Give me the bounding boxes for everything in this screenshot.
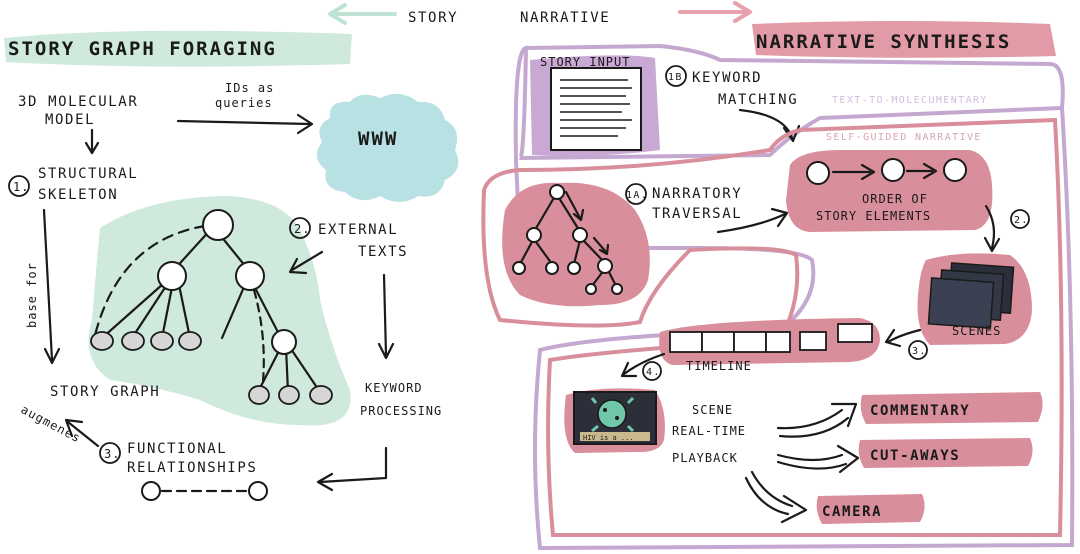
screen-caption: HIV is a ... <box>583 434 634 442</box>
playback-to-cutaways-arrow <box>776 444 860 474</box>
structural-line1: STRUCTURAL <box>38 166 138 182</box>
story-input-lines <box>560 79 632 137</box>
structure-tree <box>90 209 333 405</box>
ids-line2: queries <box>215 96 273 110</box>
narratory-arrow <box>716 207 789 234</box>
self-guided-container <box>481 117 1064 537</box>
self-guided-label: SELF-GUIDED NARRATIVE <box>826 132 982 143</box>
keyword-matching-line2: MATCHING <box>718 92 798 108</box>
step3-circle <box>99 442 121 464</box>
model-down-arrow <box>84 128 100 155</box>
camera-highlight <box>816 494 925 524</box>
commentary-highlight <box>860 392 1043 424</box>
narratory-line2: TRAVERSAL <box>652 206 742 222</box>
functional-line1: FUNCTIONAL <box>127 441 227 457</box>
scenes-to-timeline-arrow <box>884 328 922 348</box>
left-title: STORY GRAPH FORAGING <box>8 38 277 60</box>
order-line2: STORY ELEMENTS <box>816 209 931 223</box>
keyword-matching-line1: KEYWORD <box>692 70 762 86</box>
playback-to-commentary-arrow <box>776 402 858 438</box>
narratory-traversal-blob <box>502 182 650 307</box>
ids-arrow <box>176 113 314 135</box>
timeline-label: TIMELINE <box>686 359 752 373</box>
scene-line3: PLAYBACK <box>672 451 738 465</box>
step3-number: 3. <box>104 447 120 461</box>
timeline-to-playback-arrow <box>620 352 666 378</box>
keyword-matching-arrow <box>738 108 801 143</box>
camera-label: CAMERA <box>822 504 882 520</box>
keyword-processing-line2: PROCESSING <box>360 404 442 418</box>
base-for-label: base for <box>25 262 39 328</box>
step2-circle <box>289 217 311 239</box>
text-to-molecumentary-label: TEXT-TO-MOLECUMENTARY <box>832 95 988 106</box>
story-direction-arrow <box>328 3 397 25</box>
order-sequence <box>806 158 967 185</box>
step2r-circle <box>1010 209 1030 229</box>
timeline-frames <box>669 323 873 353</box>
story-input-label: STORY INPUT <box>540 55 630 69</box>
augments-label: augmenes <box>19 402 84 445</box>
right-title: NARRATIVE SYNTHESIS <box>756 31 1011 53</box>
keyword-to-functional-arrow <box>316 446 388 492</box>
commentary-label: COMMENTARY <box>870 403 970 419</box>
cutaways-label: CUT-AWAYS <box>870 448 960 464</box>
www-label: WWW <box>358 128 398 150</box>
step4-number: 4. <box>646 367 661 378</box>
external-to-keyword-arrow <box>377 273 395 360</box>
scene-line2: REAL-TIME <box>672 424 746 438</box>
step1-circle <box>8 175 30 197</box>
narratory-tree <box>512 184 623 295</box>
narratory-line1: NARRATORY <box>652 186 742 202</box>
narrative-label: NARRATIVE <box>520 10 610 26</box>
augments-arrow <box>64 418 100 448</box>
story-graph-label: STORY GRAPH <box>50 384 160 400</box>
molecular-model-line2: MODEL <box>45 112 95 128</box>
external-line1: EXTERNAL <box>318 222 398 238</box>
narrative-direction-arrow <box>678 1 752 23</box>
step1a-number: 1A. <box>626 190 648 201</box>
scenes-label: SCENES <box>952 324 1001 338</box>
virus-illustration <box>590 396 635 433</box>
scene-line1: SCENE <box>692 403 733 417</box>
keyword-processing-line1: KEYWORD <box>365 381 423 395</box>
story-label: STORY <box>408 10 458 26</box>
step1b-number: 1B <box>668 72 683 83</box>
left-title-highlight <box>4 30 352 67</box>
step1b-circle <box>665 65 687 87</box>
molecular-model-line1: 3D MOLECULAR <box>18 94 138 110</box>
ids-line1: IDs as <box>225 81 274 95</box>
step3r-circle <box>908 340 928 360</box>
structural-line2: SKELETON <box>38 187 118 203</box>
step3r-number: 3. <box>912 346 927 357</box>
cutaways-highlight <box>858 438 1033 468</box>
story-graph-blob <box>88 196 351 426</box>
external-line2: TEXTS <box>358 244 408 260</box>
step2r-number: 2. <box>1014 215 1029 226</box>
playback-to-camera-arrow <box>744 470 808 524</box>
base-for-arrow <box>42 208 61 365</box>
functional-relationship-edge <box>141 481 268 501</box>
www-cloud <box>316 93 459 202</box>
order-to-scenes-arrow <box>983 204 1001 253</box>
step4-circle <box>642 361 662 381</box>
functional-line2: RELATIONSHIPS <box>127 460 257 476</box>
order-of-story-elements-blob <box>786 150 993 232</box>
external-to-graph-arrow <box>288 250 324 275</box>
scenes-stack <box>927 262 1015 329</box>
step2-number: 2. <box>294 222 310 236</box>
screen-caption-bar <box>580 432 650 441</box>
step1-number: 1. <box>13 180 29 194</box>
right-title-highlight <box>752 21 1056 58</box>
order-line1: ORDER OF <box>862 192 928 206</box>
step1a-circle <box>625 183 647 205</box>
